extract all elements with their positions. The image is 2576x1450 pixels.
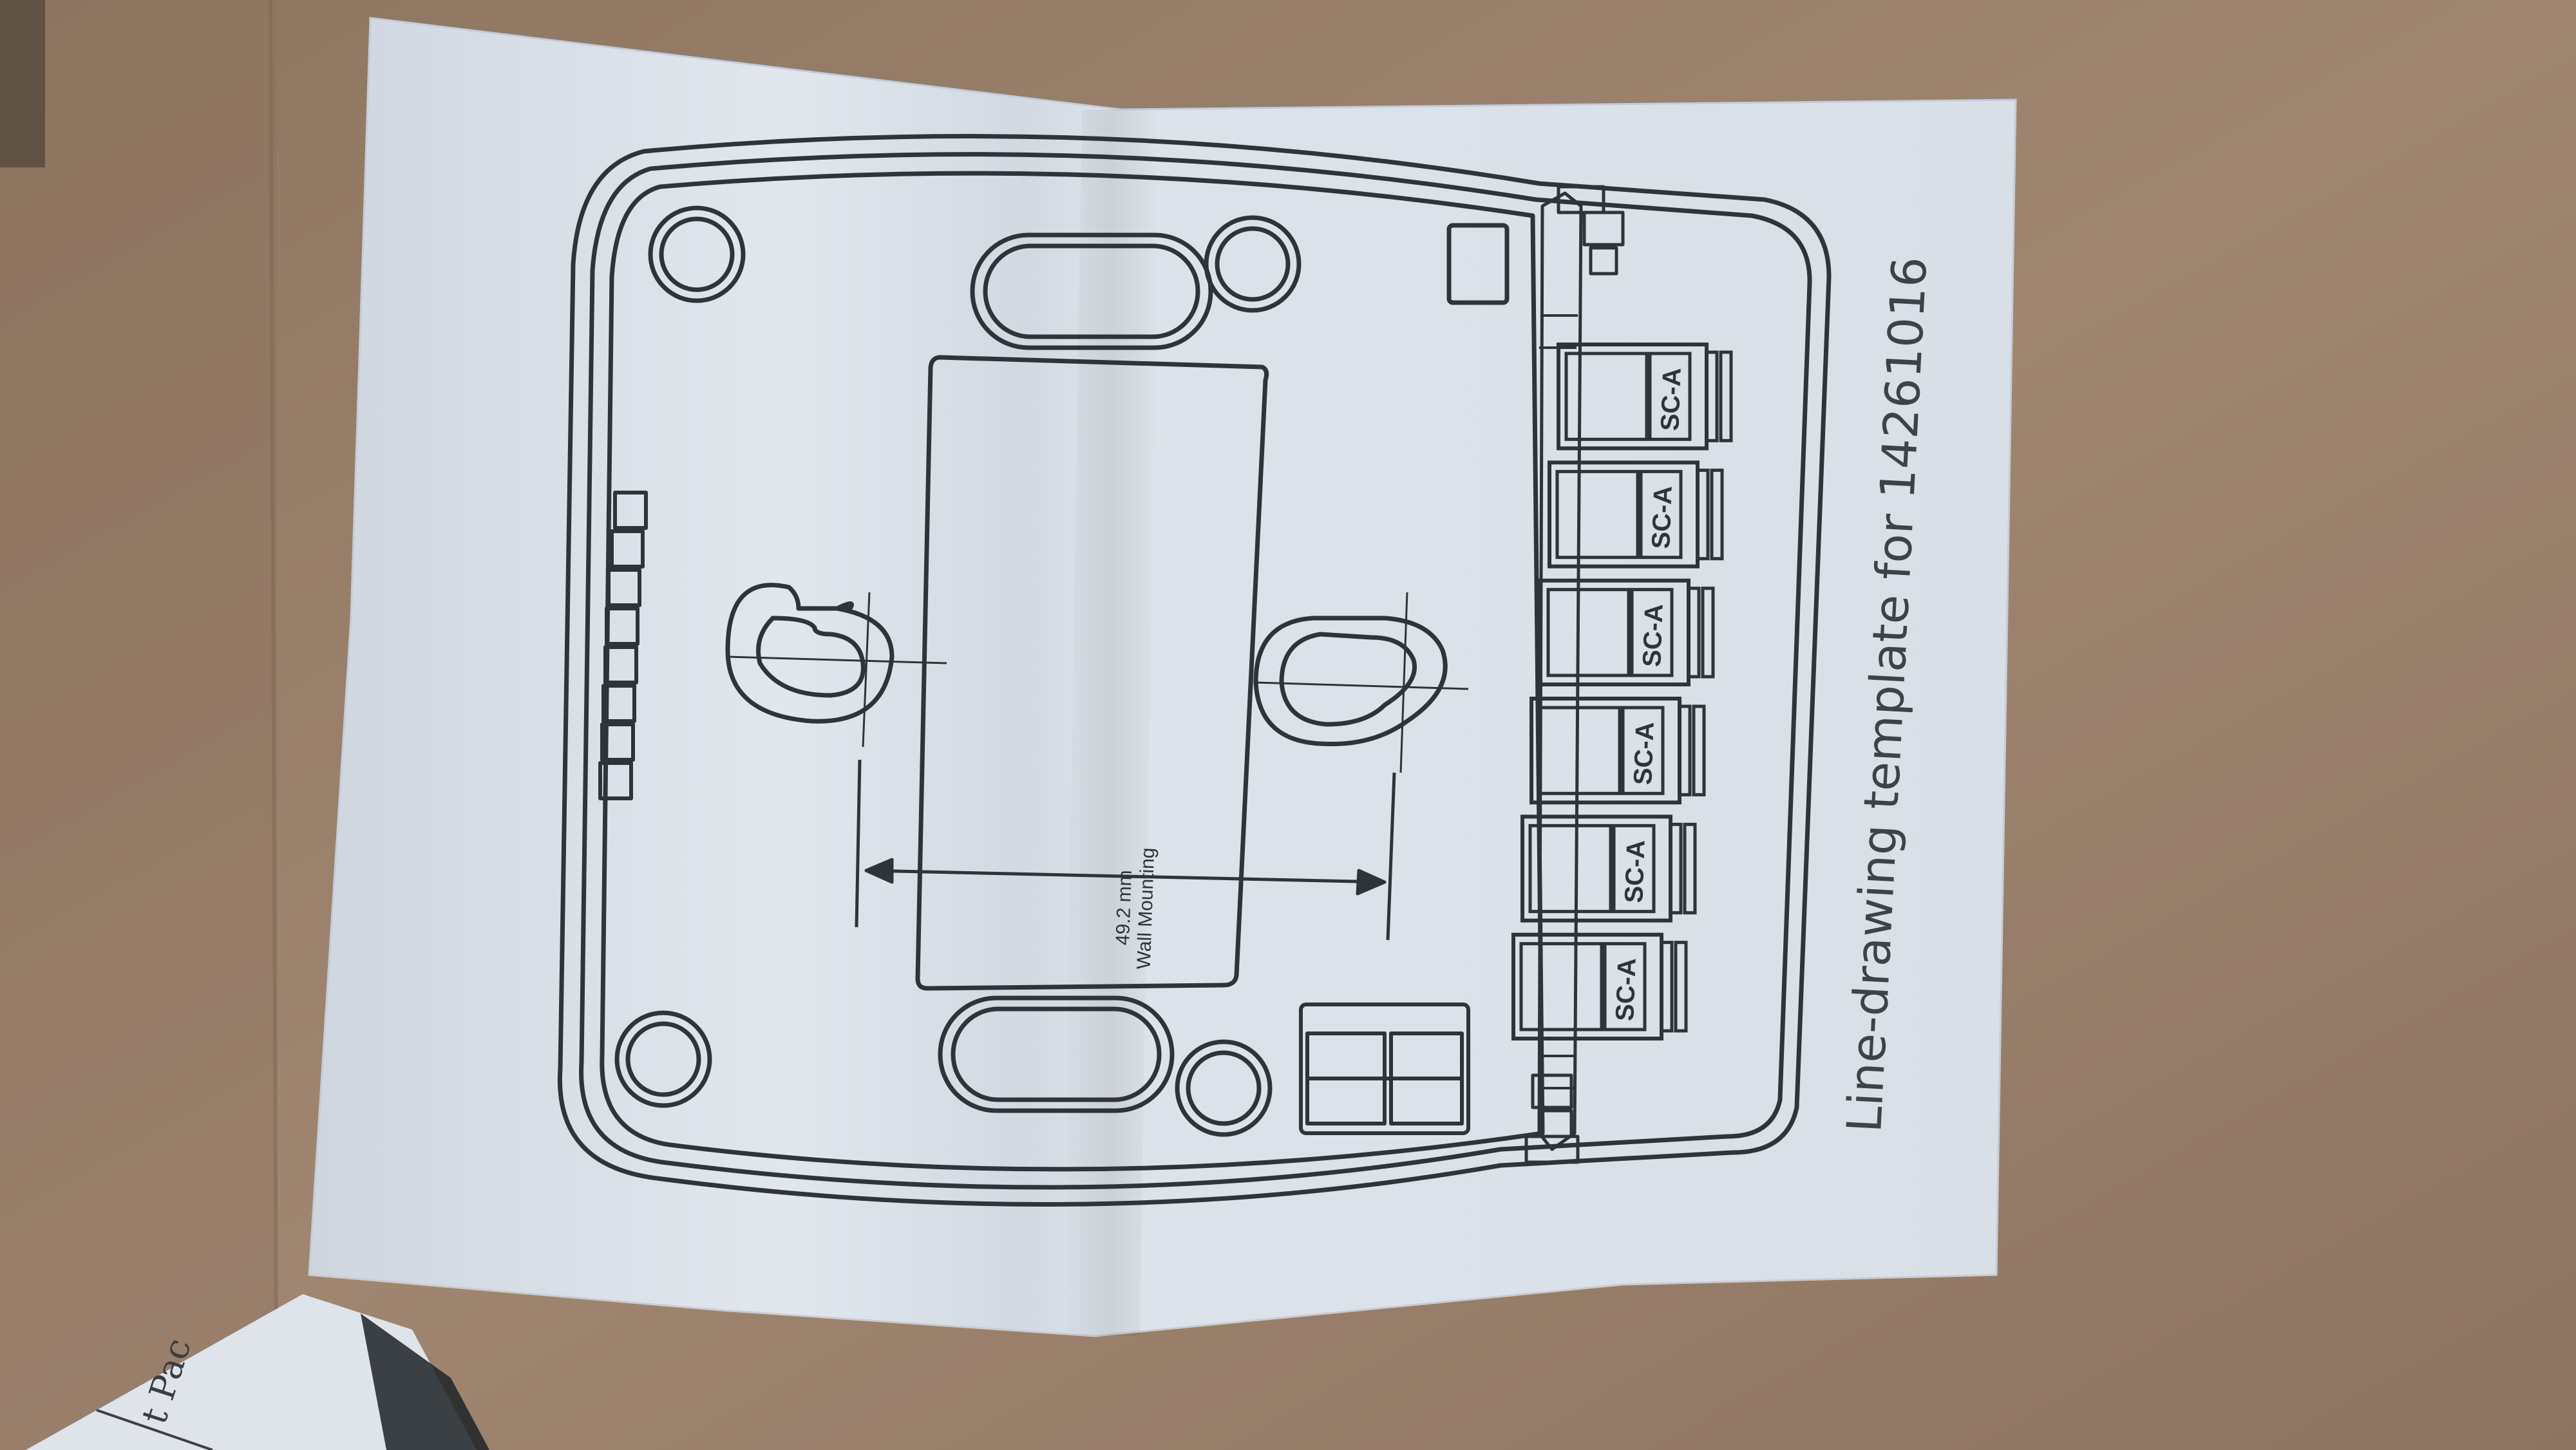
blank-ports — [1299, 1003, 1470, 1135]
screw-boss-top-left-inner — [659, 216, 735, 292]
sc-a-port: SC-A — [1557, 343, 1733, 451]
screw-boss-top-left — [648, 205, 746, 303]
sc-a-port-label: SC-A — [1629, 722, 1659, 786]
latch-bottom — [1524, 1073, 1580, 1164]
sc-a-port-label-box — [1612, 824, 1656, 914]
sc-a-port-label-box — [1648, 352, 1692, 441]
sc-a-port-flange — [1710, 468, 1724, 561]
latch-top — [1557, 185, 1625, 276]
sc-a-port-label: SC-A — [1656, 368, 1686, 431]
sc-a-port-label: SC-A — [1638, 603, 1668, 667]
sc-a-port-label: SC-A — [1647, 485, 1677, 549]
cardboard-crease — [269, 0, 279, 1450]
sc-a-port-flange — [1674, 941, 1688, 1033]
corner-sheet: t Pac — [26, 1294, 489, 1450]
template-sheet: SC-A SC-A SC-A SC-A SC-A SC-A 49.2 mm Wall Mo… — [308, 17, 2017, 1337]
sc-a-port-flange — [1683, 822, 1697, 915]
device-outline-inner — [579, 152, 1812, 1190]
device-outline-outer — [557, 134, 1832, 1207]
sc-a-port-socket — [1564, 352, 1649, 441]
screw-boss-bottom-left — [614, 1010, 712, 1108]
sc-a-port-label: SC-A — [1611, 957, 1641, 1021]
device-drawing — [557, 134, 1832, 1207]
corner-sheet-paper — [26, 1294, 477, 1450]
sc-a-port-flange — [1678, 704, 1692, 796]
slot-pad-top-inner — [983, 243, 1200, 339]
screw-boss-bottom-left-inner — [625, 1021, 701, 1097]
sc-a-port-label: SC-A — [1620, 840, 1650, 903]
sc-a-port-socket — [1528, 824, 1613, 914]
sc-a-port-label-box — [1603, 942, 1647, 1031]
cardboard-seam — [0, 0, 277, 1450]
crosshair-left — [727, 592, 947, 748]
sc-a-port-flange — [1701, 587, 1715, 679]
corner-sheet-rule — [96, 1409, 213, 1450]
wall-mounting-label: Wall Mounting — [1133, 847, 1159, 970]
sc-a-port-socket — [1519, 942, 1604, 1031]
sc-a-port-socket — [1555, 469, 1640, 560]
keyhole-slot-left-inner — [756, 616, 866, 698]
screw-boss-bottom-right — [1175, 1039, 1273, 1137]
keyhole-slot-right-inner — [1279, 632, 1417, 727]
sc-a-port: SC-A — [1530, 697, 1706, 805]
sc-a-port-flange — [1696, 468, 1710, 561]
mounting-dimension-value: 49.2 mm — [1112, 870, 1136, 946]
indicator-square — [1446, 223, 1510, 305]
sc-a-port-flange — [1692, 704, 1706, 796]
sc-a-port: SC-A — [1539, 578, 1715, 687]
sc-a-port-flange — [1669, 822, 1683, 915]
paper-sheet — [308, 17, 2017, 1337]
sc-a-port-flange — [1687, 587, 1701, 679]
keyhole-slot-right — [1253, 616, 1448, 747]
vent-slots — [598, 491, 648, 800]
sc-a-port-flange — [1705, 350, 1719, 442]
screw-boss-bottom-right-inner — [1186, 1050, 1262, 1126]
sc-a-port: SC-A — [1548, 460, 1724, 569]
sc-a-port-socket — [1546, 588, 1631, 677]
sc-a-port-flange — [1660, 941, 1674, 1033]
dark-object-corner — [0, 0, 45, 167]
corner-sheet-highlight — [361, 1313, 489, 1450]
sc-a-port-label-box — [1639, 469, 1683, 560]
sc-a-port-label-box — [1621, 706, 1665, 795]
paper-fold — [1063, 109, 1159, 1336]
sc-a-port: SC-A — [1520, 814, 1697, 923]
keyhole-slot-left — [725, 583, 895, 724]
slot-pad-top — [970, 232, 1213, 350]
sc-a-port-column: SC-A SC-A SC-A SC-A SC-A SC-A — [1511, 343, 1733, 1040]
sc-a-port-socket — [1537, 706, 1622, 795]
sc-a-port-label-box — [1630, 588, 1674, 677]
crosshair-right — [1255, 592, 1469, 773]
sc-a-port-flange — [1719, 350, 1733, 442]
center-block — [915, 355, 1269, 991]
slot-pad-bottom-inner — [951, 1006, 1162, 1102]
dimension-line — [855, 759, 1396, 941]
dimension-text-group: 49.2 mm Wall Mounting — [1112, 847, 1159, 970]
slot-pad-bottom — [938, 995, 1175, 1113]
sc-a-port: SC-A — [1511, 932, 1688, 1040]
device-outline-rim — [600, 171, 1545, 1172]
screw-boss-top-right-inner — [1215, 226, 1291, 302]
